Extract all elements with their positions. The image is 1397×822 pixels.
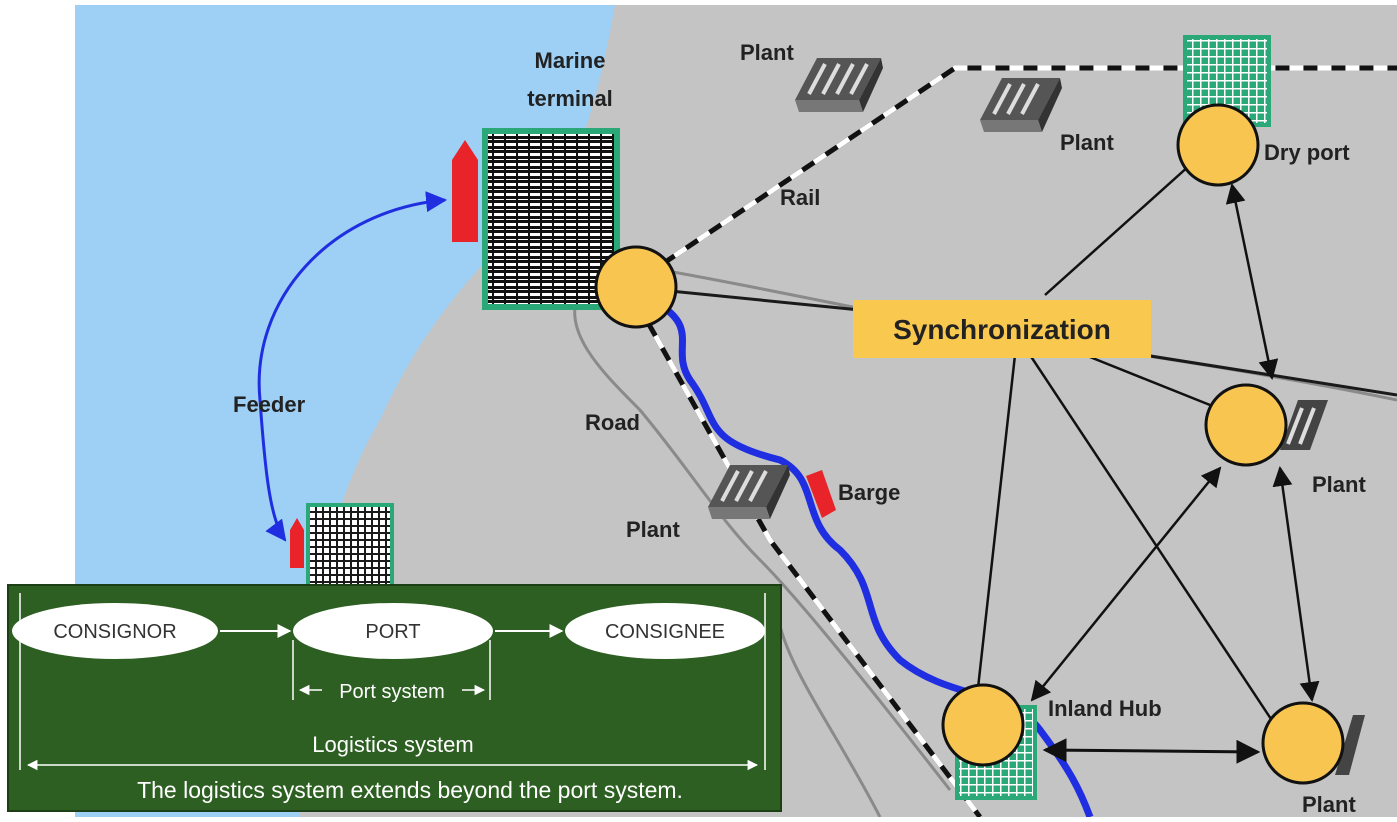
consignee-label: CONSIGNEE	[605, 621, 725, 643]
legend-panel: CONSIGNOR PORT CONSIGNEE Port system Log…	[7, 584, 782, 812]
barge-label: Barge	[838, 480, 900, 505]
plant-label: Plant	[1060, 130, 1114, 155]
feeder-ship	[290, 518, 304, 568]
plant-label: Plant	[626, 517, 680, 542]
port-oval	[293, 603, 493, 659]
plant-label: Plant	[1312, 472, 1366, 497]
synchronization-label: Synchronization	[893, 314, 1111, 345]
small-port-terminal	[306, 503, 394, 593]
logistics-system-label: Logistics system	[312, 732, 473, 757]
consignor-label: CONSIGNOR	[53, 621, 176, 643]
marine-terminal-node	[594, 245, 678, 329]
plant-label: Plant	[1302, 792, 1356, 817]
plant-node	[1204, 383, 1288, 467]
synchronization-box: Synchronization	[853, 300, 1151, 358]
legend-caption: The logistics system extends beyond the …	[137, 777, 683, 803]
consignor-oval	[12, 603, 218, 659]
port-system-label: Port system	[339, 681, 445, 703]
node-arrows	[1030, 183, 1320, 764]
plant-icon	[1335, 715, 1365, 775]
barge-route	[658, 302, 1094, 819]
feeder-label: Feeder	[233, 392, 306, 417]
marine-terminal-label: Marine	[535, 48, 606, 73]
road-line	[625, 285, 982, 819]
ship-at-terminal	[452, 140, 478, 242]
inland-hub-node	[941, 683, 1025, 767]
marine-terminal-label: terminal	[527, 86, 613, 111]
plant-node	[1261, 701, 1345, 785]
barge-vessel	[806, 470, 836, 518]
port-label: PORT	[365, 621, 420, 643]
plant-icon	[708, 465, 790, 519]
plant-icon	[980, 78, 1062, 132]
feeder-route	[257, 191, 448, 542]
rail-label: Rail	[780, 185, 820, 210]
marine-terminal	[482, 128, 620, 310]
dry-port-node	[1176, 103, 1260, 187]
consignee-oval	[565, 603, 765, 659]
road-label: Road	[585, 410, 640, 435]
plant-icon	[1280, 400, 1328, 450]
inland-hub-label: Inland Hub	[1048, 696, 1162, 721]
plant-label: Plant	[740, 40, 794, 65]
plant-icon	[795, 58, 883, 112]
dry-port-label: Dry port	[1264, 140, 1350, 165]
